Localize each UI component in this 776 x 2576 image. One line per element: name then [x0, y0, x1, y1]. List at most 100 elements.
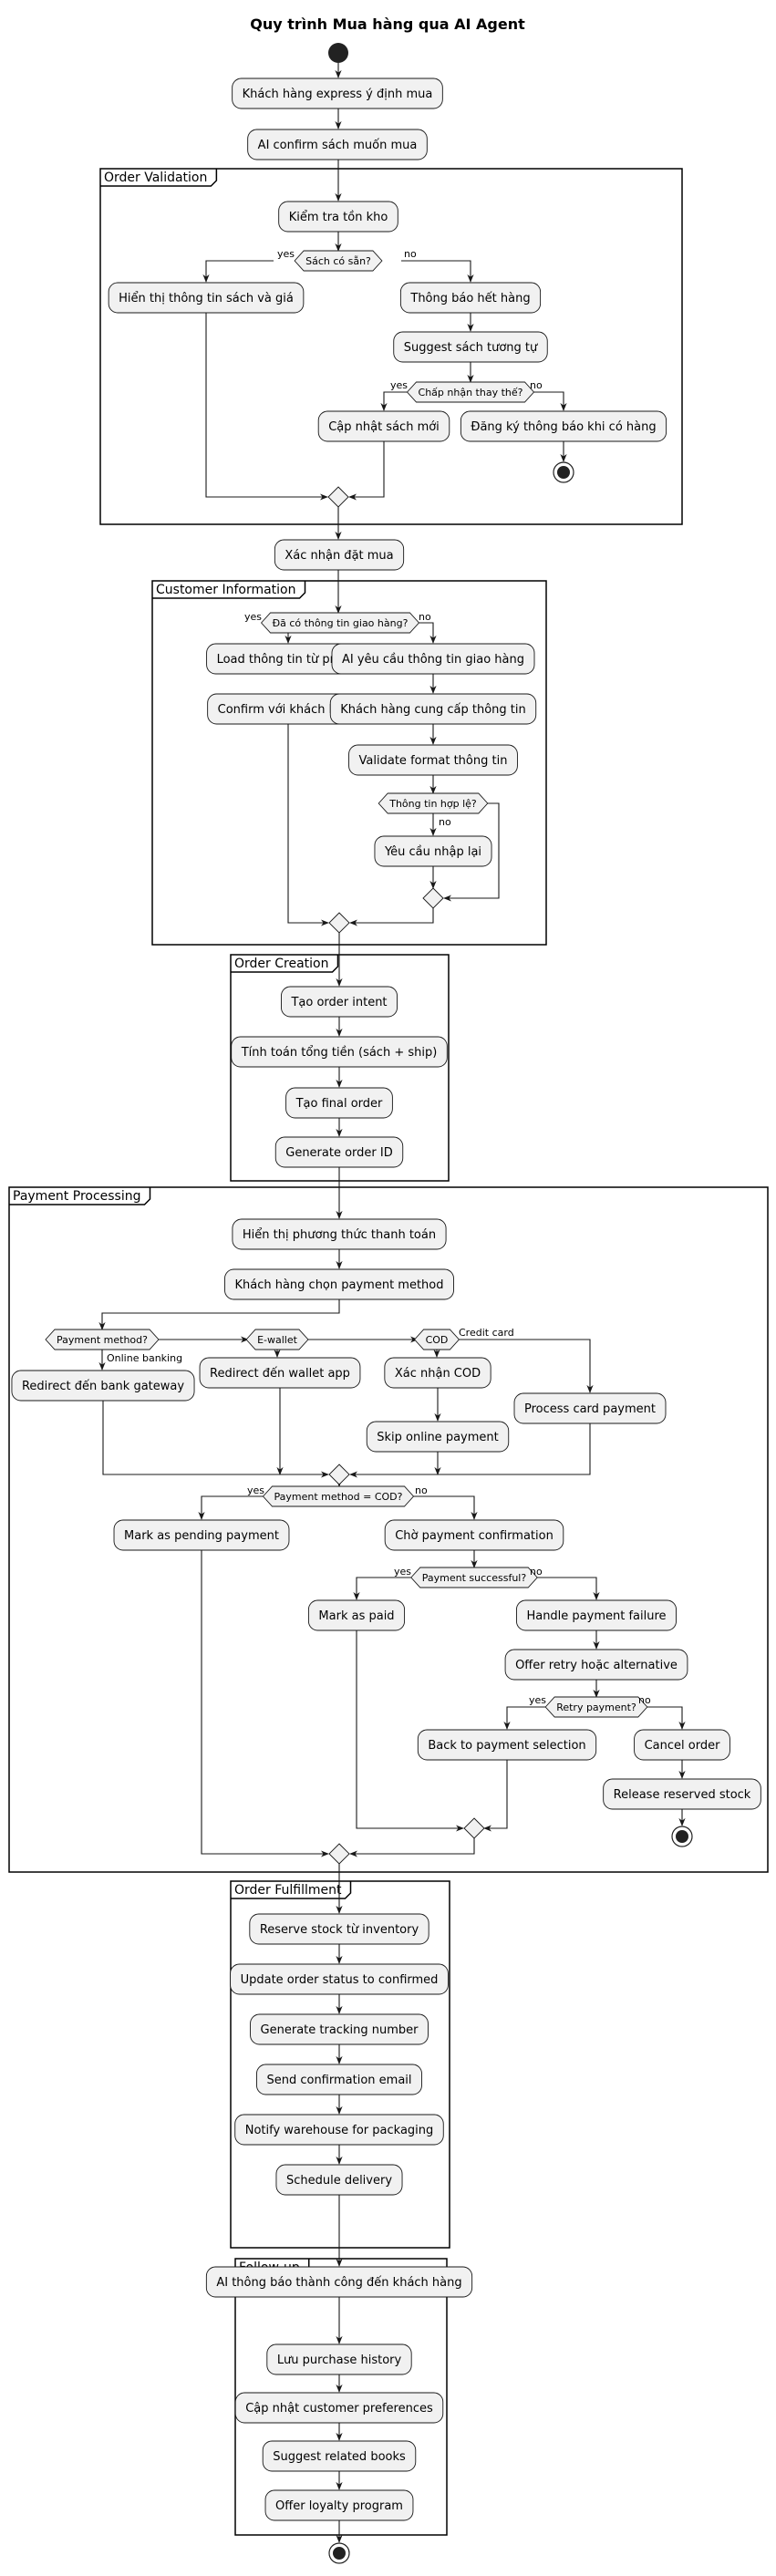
decision-d8: Payment method = COD? — [262, 1485, 415, 1507]
start-node — [328, 43, 348, 63]
activity-a43: Cập nhật customer preferences — [234, 2392, 444, 2424]
partition-title: Customer Information — [156, 583, 296, 597]
activity-a22: Redirect đến bank gateway — [11, 1370, 195, 1402]
decision-d7: COD — [413, 1329, 460, 1350]
activity-label: Mark as pending payment — [124, 1529, 279, 1543]
activity-label: Update order status to confirmed — [241, 1973, 439, 1987]
decision-label: Payment successful? — [422, 1572, 527, 1584]
activity-a25: Skip online payment — [366, 1421, 510, 1453]
activity-a45: Offer loyalty program — [264, 2489, 414, 2521]
activity-label: Khách hàng cung cấp thông tin — [340, 703, 525, 717]
partition-title: Order Creation — [234, 957, 328, 971]
activity-label: Release reserved stock — [614, 1788, 751, 1802]
merge-node — [328, 1464, 350, 1485]
activity-label: Redirect đến wallet app — [210, 1367, 350, 1381]
activity-a34: Release reserved stock — [603, 1778, 761, 1810]
decision-label: Chấp nhận thay thế? — [419, 387, 523, 398]
activity-a40: Schedule delivery — [275, 2164, 403, 2196]
activity-label: Hiển thị phương thức thanh toán — [243, 1228, 436, 1242]
activity-label: Notify warehouse for packaging — [245, 2124, 434, 2137]
activity-a41: AI thông báo thành công đến khách hàng — [205, 2266, 473, 2298]
activity-label: Mark as paid — [318, 1609, 394, 1623]
activity-label: Confirm với khách hàng — [218, 703, 359, 717]
flow-arrow — [356, 1630, 464, 1832]
edge-label: no — [530, 1566, 543, 1578]
activity-a39: Notify warehouse for packaging — [234, 2114, 444, 2146]
flow-arrow — [527, 1577, 600, 1600]
flow-arrow — [483, 1760, 508, 1832]
activity-a15: Yêu cầu nhập lại — [374, 835, 492, 867]
activity-label: Redirect đến bank gateway — [22, 1380, 184, 1393]
activity-a12: AI yêu cầu thông tin giao hàng — [331, 643, 535, 675]
decision-d4: Thông tin hợp lệ? — [378, 792, 489, 814]
activity-label: Reserve stock từ inventory — [260, 1923, 419, 1937]
activity-a20: Hiển thị phương thức thanh toán — [232, 1218, 447, 1250]
activity-label: Cancel order — [645, 1739, 720, 1753]
activity-a28: Chờ payment confirmation — [384, 1519, 564, 1551]
activity-a10: Load thông tin từ profile — [206, 643, 370, 675]
activity-a37: Generate tracking number — [250, 2013, 429, 2045]
activity-a6: Suggest sách tương tự — [393, 331, 548, 363]
flow-arrow — [456, 1339, 594, 1393]
flow-arrow — [202, 260, 274, 283]
activity-a2: AI confirm sách muốn mua — [247, 129, 428, 160]
activity-label: Khách hàng chọn payment method — [234, 1278, 443, 1292]
activity-label: Lưu purchase history — [277, 2354, 402, 2367]
activity-a44: Suggest related books — [262, 2440, 417, 2472]
edge-label: no — [439, 816, 451, 828]
activity-a32: Back to payment selection — [417, 1729, 597, 1761]
activity-a33: Cancel order — [634, 1729, 730, 1761]
activity-label: Xác nhận COD — [395, 1367, 481, 1381]
merge-node — [328, 1843, 350, 1865]
activity-label: Kiểm tra tồn kho — [289, 211, 388, 224]
activity-label: AI yêu cầu thông tin giao hàng — [342, 653, 524, 667]
end-node — [671, 1826, 693, 1847]
edge-label: Online banking — [107, 1352, 182, 1364]
activity-a38: Send confirmation email — [256, 2064, 422, 2095]
flow-arrow — [98, 1299, 340, 1330]
decision-label: Thông tin hợp lệ? — [388, 798, 477, 810]
decision-label: Sách có sẵn? — [305, 255, 371, 267]
merge-node — [463, 1817, 485, 1839]
diagram-title: Quy trình Mua hàng qua AI Agent — [250, 16, 525, 33]
decision-label: E-wallet — [257, 1334, 298, 1346]
activity-a31: Offer retry hoặc alternative — [504, 1649, 688, 1681]
end-node — [328, 2542, 350, 2564]
flow-arrow — [205, 313, 328, 501]
edge-label: yes — [394, 1566, 411, 1578]
activity-label: Cập nhật customer preferences — [245, 2402, 433, 2416]
decision-d6: E-wallet — [245, 1329, 309, 1350]
partition-p1: Order Validation — [99, 168, 683, 525]
activity-label: Thông báo hết hàng — [409, 292, 530, 305]
activity-a30: Handle payment failure — [516, 1599, 677, 1631]
edge-label: no — [419, 611, 431, 623]
decision-label: Payment method = COD? — [274, 1491, 403, 1503]
activity-a14: Validate format thông tin — [348, 744, 518, 776]
activity-a24: Xác nhận COD — [384, 1357, 491, 1389]
decision-label: COD — [426, 1334, 449, 1346]
partition-title: Payment Processing — [13, 1189, 141, 1204]
edge-label: no — [638, 1694, 651, 1706]
decision-d5: Payment method? — [45, 1329, 160, 1350]
activity-label: Validate format thông tin — [359, 754, 508, 768]
decision-label: Đã có thông tin giao hàng? — [273, 617, 409, 629]
partition-title: Order Fulfillment — [234, 1883, 342, 1898]
flow-arrow — [348, 441, 385, 501]
flow-arrow — [527, 391, 567, 411]
edge-label: yes — [529, 1694, 546, 1706]
partition-title: Order Validation — [104, 171, 207, 185]
activity-label: Offer loyalty program — [275, 2499, 403, 2513]
activity-label: Schedule delivery — [286, 2174, 392, 2188]
activity-label: Tính toán tổng tiền (sách + ship) — [241, 1046, 438, 1060]
flow-arrow — [401, 260, 474, 283]
flow-arrow — [349, 908, 434, 926]
decision-label: Retry payment? — [556, 1702, 636, 1713]
activity-a3: Kiểm tra tồn kho — [278, 201, 398, 233]
partition-p4: Payment Processing — [8, 1186, 769, 1873]
decision-d10: Retry payment? — [544, 1696, 648, 1718]
decision-d3: Đã có thông tin giao hàng? — [260, 612, 420, 634]
activity-a18: Tạo final order — [285, 1087, 393, 1119]
edge-label: no — [404, 248, 417, 260]
activity-a26: Process card payment — [513, 1392, 667, 1424]
